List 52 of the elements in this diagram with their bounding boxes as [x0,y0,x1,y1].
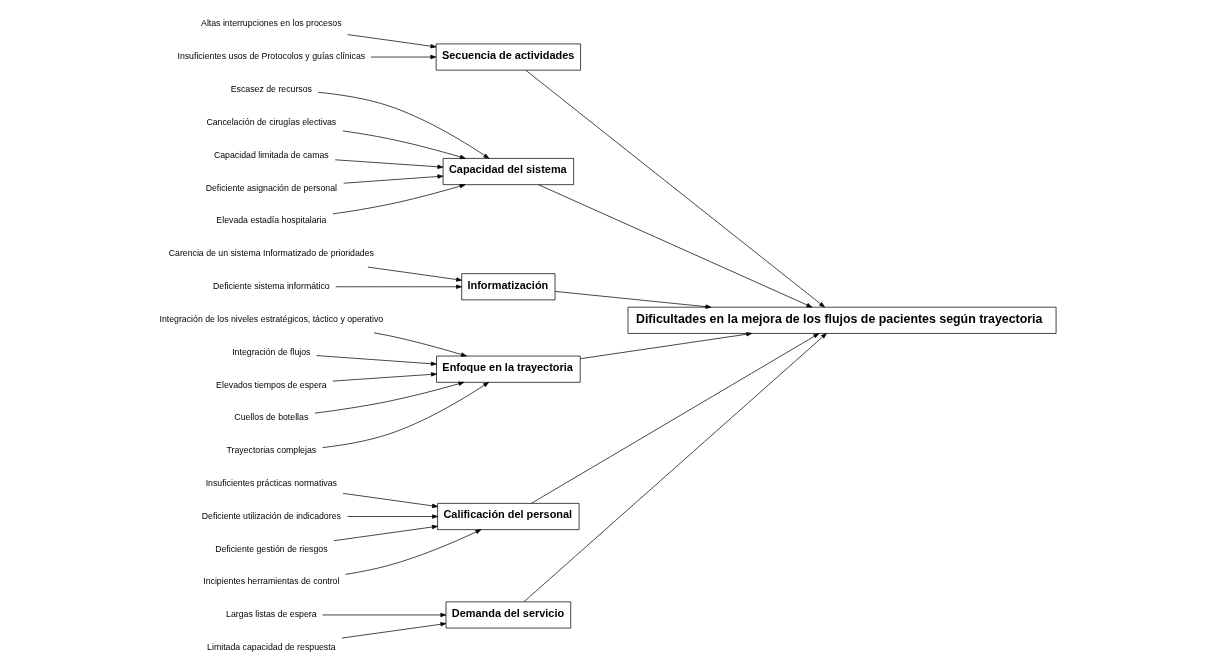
arrow [334,159,443,169]
arrow [537,184,812,308]
node-text: Trayectorias complejas [226,445,316,456]
node-text: Cuellos de botellas [233,412,308,423]
node-text: Deficiente asignación de personal [205,182,337,193]
arrow [579,332,752,360]
node-box: Capacidad del sistema [442,158,574,186]
arrow [334,284,462,289]
node-text: Altas interrupciones en los procesos [200,18,342,29]
node-text: Insuficientes prácticas normativas [205,477,337,488]
arrow [530,333,819,504]
arrow [332,184,465,215]
node-box: Enfoque en la trayectoria [435,355,581,383]
node-text: Integración de flujos [231,346,310,357]
node-text: Incipientes herramientas de control [202,576,339,587]
node-box: Informatización [460,273,555,301]
arrow [344,529,481,575]
node-text: Integración de los niveles estratégicos, táctico y operativo [158,313,383,324]
node-text: Elevada estadía hospitalaria [215,215,326,226]
node-text: Carencia de un sistema Informatizado de prioridades [168,248,374,259]
arrow [314,381,464,414]
arrow [342,130,466,160]
arrow [370,54,436,60]
arrow [321,612,446,618]
node-text: Insuficientes usos de Protocolos y guías clínicas [176,51,365,62]
arrow [373,332,467,357]
arrow [333,524,438,542]
arrow [317,91,489,159]
arrow [315,355,437,366]
arrow [367,266,462,282]
arrow [321,382,489,448]
node-text: Capacidad limitada de camas [213,149,329,160]
arrow [342,174,443,184]
node-text: Escasez de recursos [230,84,312,95]
node-text: Deficiente utilización de indicadores [201,510,341,521]
node-text: Deficiente gestión de riesgos [214,543,328,554]
node-text: Elevados tiempos de espera [215,379,327,390]
node-text: Deficiente sistema informático [212,281,330,292]
node-text: Limitada capacidad de respuesta [206,642,336,653]
arrow [331,372,437,382]
arrow [340,622,446,639]
node-text: Largas listas de espera [225,609,317,620]
node-box: Demanda del servicio [445,601,571,629]
node-box: Calificación del personal [436,503,579,530]
arrow [342,493,438,508]
node-box: Secuencia de actividades [435,43,581,71]
arrow [346,514,438,519]
arrow [524,69,825,308]
node-text: Cancelación de cirugías electivas [205,116,336,127]
arrow [346,34,436,49]
arrow [554,291,711,309]
arrow [523,333,827,603]
